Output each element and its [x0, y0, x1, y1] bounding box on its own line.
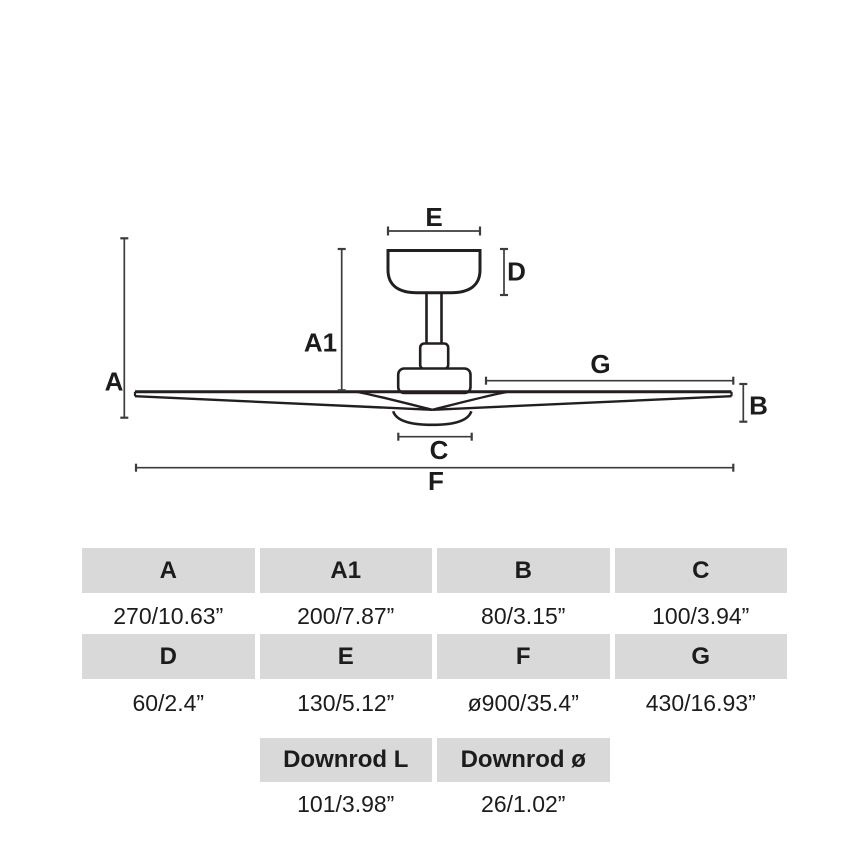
table-header-cell: F [437, 634, 610, 679]
dim-label-a: A [105, 367, 124, 397]
table-spacer-cell [615, 782, 788, 827]
canopy-outline [386, 249, 482, 295]
table-value-cell: 80/3.15” [481, 602, 566, 629]
dim-label-d: D [507, 257, 526, 287]
table-value-cell: 200/7.87” [297, 602, 395, 629]
blade-left-bottom-edge [134, 395, 433, 411]
dim-label-g: G [590, 349, 610, 379]
table-header-cell: E [259, 634, 432, 679]
table-header-row-1: A A1 B C [82, 548, 787, 593]
table-spacer-cell [82, 738, 255, 782]
table-value-cell: 130/5.12” [297, 690, 395, 716]
table-value-cell: 101/3.98” [297, 791, 395, 817]
table-spacer-cell [615, 738, 788, 782]
table-header-row-3: Downrod L Downrod ø [82, 738, 787, 782]
motor-housing [396, 367, 472, 395]
dimension-lines [120, 226, 748, 472]
light-kit-dome [391, 410, 473, 427]
table-header-cell: Downrod ø [437, 738, 610, 782]
table-header-row-2: D E F G [82, 634, 787, 679]
fan-outline [133, 249, 733, 427]
table-header-cell: B [437, 548, 610, 593]
blade-right-root-curve [432, 390, 508, 411]
dim-label-c: C [430, 435, 449, 465]
table-header-cell: G [614, 634, 787, 679]
dim-label-b: B [749, 391, 768, 421]
table-value-cell: ø900/35.4” [467, 690, 579, 716]
blade-left-root-curve [357, 390, 433, 411]
table-header-cell: D [82, 634, 255, 679]
dim-label-e: E [425, 202, 442, 232]
table-value-cell: 430/16.93” [645, 690, 756, 716]
table-header-cell: A [82, 548, 255, 593]
dim-label-a1: A1 [304, 328, 337, 358]
table-spacer-cell [82, 782, 255, 827]
downrod-coupling [418, 342, 450, 371]
blade-right-bottom-edge [432, 395, 732, 411]
table-value-cell: 60/2.4” [132, 690, 205, 716]
table-header-cell: Downrod L [259, 738, 432, 782]
table-value-row-1: 270/10.63” 200/7.87” 80/3.15” 100/3.94” [82, 594, 787, 638]
dim-label-f: F [428, 466, 444, 496]
table-header-cell: A1 [259, 548, 432, 593]
table-value-cell: 100/3.94” [652, 602, 750, 629]
table-value-row-3: 101/3.98” 26/1.02” [82, 782, 787, 827]
table-value-row-2: 60/2.4” 130/5.12” ø900/35.4” 430/16.93” [82, 679, 787, 728]
table-value-cell: 270/10.63” [113, 602, 224, 629]
table-value-cell: 26/1.02” [481, 791, 566, 817]
table-header-cell: C [614, 548, 787, 593]
